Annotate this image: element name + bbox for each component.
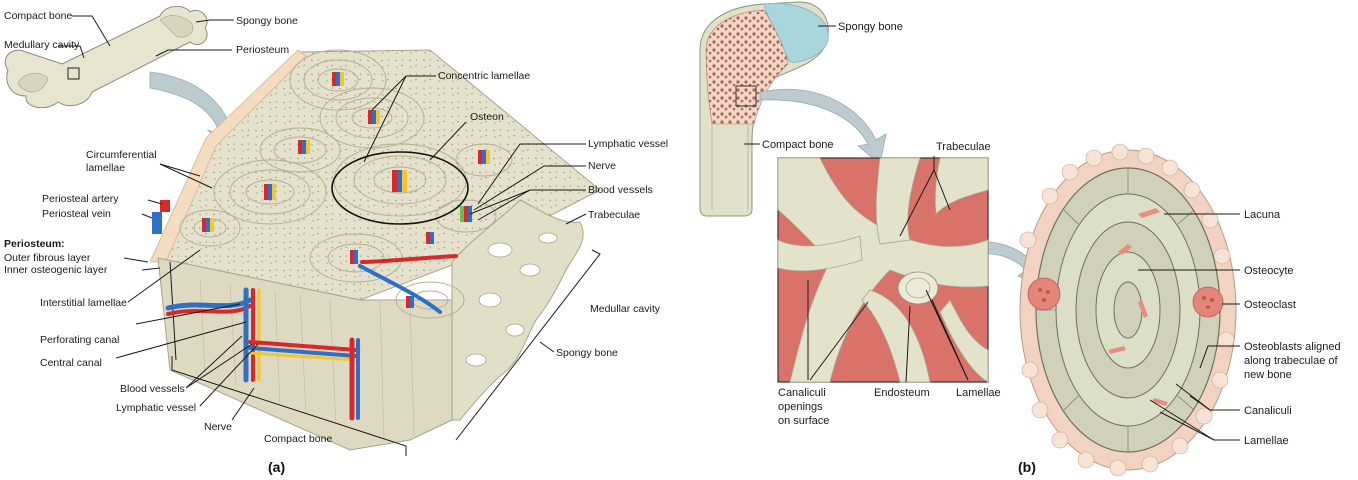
- leader-lines-a: [58, 15, 587, 421]
- osteon-outline: [331, 151, 469, 225]
- label-endosteum: Endosteum: [874, 387, 930, 399]
- label-osteoblasts-2: along trabeculae of: [1244, 355, 1339, 367]
- label-concentric-lamellae: Concentric lamellae: [438, 70, 530, 82]
- label-lamellae-mid: Lamellae: [956, 387, 1001, 399]
- label-medullar-cavity: Medullar cavity: [590, 303, 661, 315]
- dimension-brackets: [171, 249, 601, 456]
- label-periosteum-top: Periosteum: [236, 44, 289, 56]
- spongy-region-a: [451, 199, 584, 421]
- label-inner-osteogenic: Inner osteogenic layer: [4, 264, 108, 276]
- labels-a: Compact bone Spongy bone Medullary cavit…: [4, 10, 668, 475]
- label-spongy-bone-b: Spongy bone: [838, 21, 903, 33]
- zoom-arrow-b1: [759, 88, 887, 165]
- label-osteocyte: Osteocyte: [1244, 265, 1294, 277]
- label-canaliculi-open-3: on surface: [778, 415, 829, 427]
- label-periosteal-vein: Periosteal vein: [42, 208, 111, 220]
- label-interstitial-lamellae: Interstitial lamellae: [40, 297, 127, 309]
- panel-b-letter: (b): [1018, 459, 1036, 475]
- label-perforating-canal: Perforating canal: [40, 334, 119, 346]
- label-outer-fibrous: Outer fibrous layer: [4, 252, 91, 264]
- label-nerve-right: Nerve: [588, 160, 616, 172]
- label-spongy-bone-top: Spongy bone: [236, 15, 298, 27]
- label-medullary-cavity: Medullary cavity: [4, 39, 80, 51]
- label-canaliculi-open-1: Canaliculi: [778, 387, 826, 399]
- trabecula-cross-section: [1019, 143, 1237, 477]
- labels-b: Spongy bone Compact bone Trabeculae Lacu…: [762, 21, 1341, 475]
- label-blood-vessels-right: Blood vessels: [588, 184, 653, 196]
- label-canaliculi-open-2: openings: [778, 401, 823, 413]
- canal-vessels: [165, 254, 458, 421]
- label-lymphatic-vessel-bottom: Lymphatic vessel: [116, 402, 196, 414]
- label-central-canal: Central canal: [40, 357, 102, 369]
- panel-b: Spongy bone Compact bone Trabeculae Lacu…: [699, 1, 1341, 477]
- label-circumferential-2: lamellae: [86, 162, 125, 174]
- label-circumferential-1: Circumferential: [86, 149, 157, 161]
- label-osteoclast: Osteoclast: [1244, 299, 1296, 311]
- label-osteoblasts-1: Osteoblasts aligned: [1244, 341, 1341, 353]
- label-osteoblasts-3: new bone: [1244, 369, 1292, 381]
- label-canaliculi-right: Canaliculi: [1244, 405, 1292, 417]
- label-osteon: Osteon: [470, 111, 504, 123]
- label-periosteal-artery: Periosteal artery: [42, 193, 119, 205]
- label-blood-vessels-bottom: Blood vessels: [120, 383, 185, 395]
- label-spongy-bone-bottom: Spongy bone: [556, 347, 618, 359]
- label-lacuna: Lacuna: [1244, 209, 1281, 221]
- trabeculae-square: [777, 157, 989, 383]
- label-trabeculae-b: Trabeculae: [936, 141, 991, 153]
- long-bone-icon: [4, 6, 208, 109]
- panel-a: Compact bone Spongy bone Medullary cavit…: [4, 6, 668, 475]
- leader-lines-b: [744, 25, 1240, 441]
- femur-section: [699, 1, 829, 217]
- label-compact-bone-b: Compact bone: [762, 139, 834, 151]
- label-lymphatic-vessel-right: Lymphatic vessel: [588, 138, 668, 150]
- label-compact-bone-top: Compact bone: [4, 10, 72, 22]
- label-compact-bone-bottom: Compact bone: [264, 433, 332, 445]
- label-periosteum-heading: Periosteum:: [4, 238, 65, 250]
- label-nerve-bottom: Nerve: [204, 421, 232, 433]
- label-trabeculae-a: Trabeculae: [588, 209, 640, 221]
- label-lamellae-right: Lamellae: [1244, 435, 1289, 447]
- panel-a-letter: (a): [268, 459, 285, 475]
